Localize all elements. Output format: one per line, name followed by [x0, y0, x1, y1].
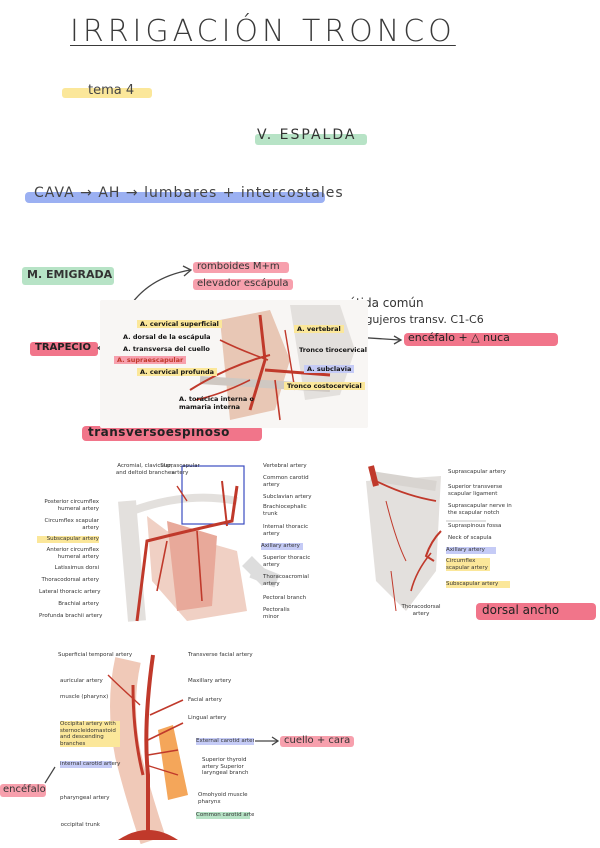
- elevador-highlight: [193, 279, 293, 290]
- fig4-right-label: Superior thyroid artery Superior larynge…: [202, 757, 249, 776]
- fig4-right-label: External carotid artery: [196, 738, 254, 745]
- fig2-left-label: Lateral thoracic artery: [39, 589, 101, 595]
- fig2-right-label: Pectoralis minor: [263, 607, 290, 620]
- fig1-bottom-label: A. torácica interna o mamaria interna: [179, 395, 254, 411]
- agujeros-label: → agujeros transv. C1-C6: [346, 313, 484, 326]
- dorsal-ancho-highlight: [476, 603, 596, 620]
- fig3-right-label: Circumflex scapular artery: [446, 558, 490, 571]
- fig4-right-label: Maxillary artery: [188, 678, 232, 684]
- fig2-right-label: Subclavian artery: [263, 494, 312, 500]
- fig2-left-label: Subscapular artery: [37, 536, 99, 543]
- fig2-right-label: Vertebral artery: [263, 463, 307, 469]
- fig1-left-label: A. cervical superficial: [137, 320, 222, 328]
- romboides-label-2: elevador escápula: [197, 278, 289, 289]
- m-emigrada-label: M. EMIGRADA: [27, 268, 113, 281]
- trapecio-highlight: [30, 342, 98, 356]
- fig1-right-label: Tronco costocervical: [284, 382, 365, 390]
- fig3-bottom-label: Thoracodorsal artery: [401, 604, 441, 617]
- fig2-right-label: Superior thoracic artery: [263, 555, 311, 568]
- figure-neck-arteries: A. cervical superficial A. dorsal de la …: [100, 300, 368, 428]
- fig4-left-label: muscle (pharynx): [60, 694, 109, 700]
- fig2-left-label: Thoracodorsal artery: [41, 577, 99, 583]
- tema-label: tema 4: [88, 83, 135, 98]
- fig3-right-label: Superior transverse scapular ligament: [448, 484, 503, 497]
- fig2-right-label: Common carotid artery: [263, 475, 309, 488]
- fig3-right-label: Suprascapular nerve in the scapular notc…: [448, 503, 512, 516]
- dorsal-ancho-label: dorsal ancho: [482, 603, 560, 617]
- arrow-to-encefalo-bottom: [44, 766, 56, 784]
- transverso-highlight: [82, 426, 262, 441]
- romboides-highlight: [193, 262, 289, 273]
- fig2-left-label: Posterior circumflex humeral artery: [44, 499, 99, 512]
- fig4-right-label: Lingual artery: [188, 715, 227, 721]
- figure-scapula: Suprascapular artery Superior transverse…: [346, 461, 568, 623]
- encefalo-nuca-label: encéfalo + △ nuca: [408, 331, 510, 344]
- fig2-left-label: Anterior circumflex humeral artery: [46, 547, 99, 560]
- fig4-right-label: Facial artery: [188, 697, 222, 703]
- fig4-right-label: Omohyoid muscle pharynx: [198, 792, 248, 805]
- fig2-left-label: Profunda brachii artery: [39, 613, 103, 619]
- fig1-left-label: A. cervical profunda: [137, 368, 217, 376]
- fig2-right-label: Axillary artery: [261, 543, 303, 550]
- fig2-right-label: Internal thoracic artery: [263, 524, 309, 537]
- tema-highlight: [62, 88, 152, 98]
- fig4-left-label: pharyngeal artery: [60, 795, 110, 801]
- encefalo-highlight: [0, 784, 46, 797]
- fig2-top-label: Suprascapular artery: [160, 463, 200, 476]
- cuello-cara-highlight: [280, 736, 354, 747]
- figure-carotid: Superficial temporal artery auricular ar…: [58, 645, 254, 845]
- fig1-left-label: A. dorsal de la escápula: [123, 333, 211, 341]
- axilla-illustration: [118, 465, 280, 622]
- fig2-right-label: Thoracoacromial artery: [263, 574, 309, 587]
- figure-axilla: Posterior circumflex humeral artery Circ…: [37, 461, 333, 629]
- transverso-label: transversoespinoso: [88, 425, 230, 439]
- section-highlight: [255, 134, 367, 145]
- fig3-right-label: Suprascapular artery: [448, 469, 506, 475]
- fig3-right-label: Neck of scapula: [448, 535, 492, 541]
- fig4-left-label: internal carotid artery: [60, 761, 121, 768]
- arrow-head-romboides: [182, 265, 193, 277]
- fig3-right-label: Subscapular artery: [446, 581, 510, 588]
- m-emigrada-highlight: [22, 267, 114, 285]
- cuello-cara-label: cuello + cara: [284, 735, 351, 746]
- romboides-label-1: romboides M+m: [197, 261, 280, 272]
- scapula-illustration: [366, 465, 486, 612]
- fig4-left-label: Superficial temporal artery: [58, 652, 133, 658]
- page-title: IRRIGACIÓN TRONCO: [70, 14, 456, 49]
- fig1-right-label: A. vertebral: [294, 325, 344, 333]
- fig1-left-label: A. supraescapular: [114, 356, 187, 364]
- fig3-right-label: Axillary artery: [446, 547, 496, 554]
- fig1-right-label: Tronco tirocervical: [299, 346, 368, 354]
- trapecio-label: TRAPECIO: [35, 342, 91, 353]
- fig1-left-label: A. transversa del cuello: [123, 345, 210, 353]
- fig4-right-label: Common carotid artery: [196, 812, 254, 819]
- fig1-right-label: A. subclavia: [304, 365, 355, 373]
- section-label: V. ESPALDA: [257, 127, 357, 143]
- fig4-right-label: Transverse facial artery: [188, 652, 253, 658]
- fig2-right-label: Pectoral branch: [263, 595, 307, 601]
- carotid-illustration: [107, 654, 188, 845]
- fig2-left-label: Circumflex scapular artery: [44, 518, 99, 531]
- encefalo-label: encéfalo: [3, 784, 46, 795]
- fig4-left-label: auricular artery: [60, 678, 103, 684]
- cava-line: CAVA → AH → lumbares + intercostales: [34, 185, 344, 201]
- fig4-left-label: Occipital artery with sternocleidomastoi…: [60, 721, 120, 747]
- fig2-top-label: Acromial, clavicular, and deltoid branch…: [115, 463, 175, 476]
- fig4-left-label: occipital trunk: [60, 822, 100, 828]
- encefalo-nuca-highlight: [404, 333, 558, 346]
- cava-highlight: [25, 192, 325, 203]
- fig2-right-label: Brachiocephalic trunk: [263, 504, 307, 517]
- fig3-right-label: Supraspinous fossa: [448, 523, 502, 529]
- fig2-left-label: Latissimus dorsi: [54, 565, 99, 571]
- fig2-left-label: Brachial artery: [58, 601, 99, 607]
